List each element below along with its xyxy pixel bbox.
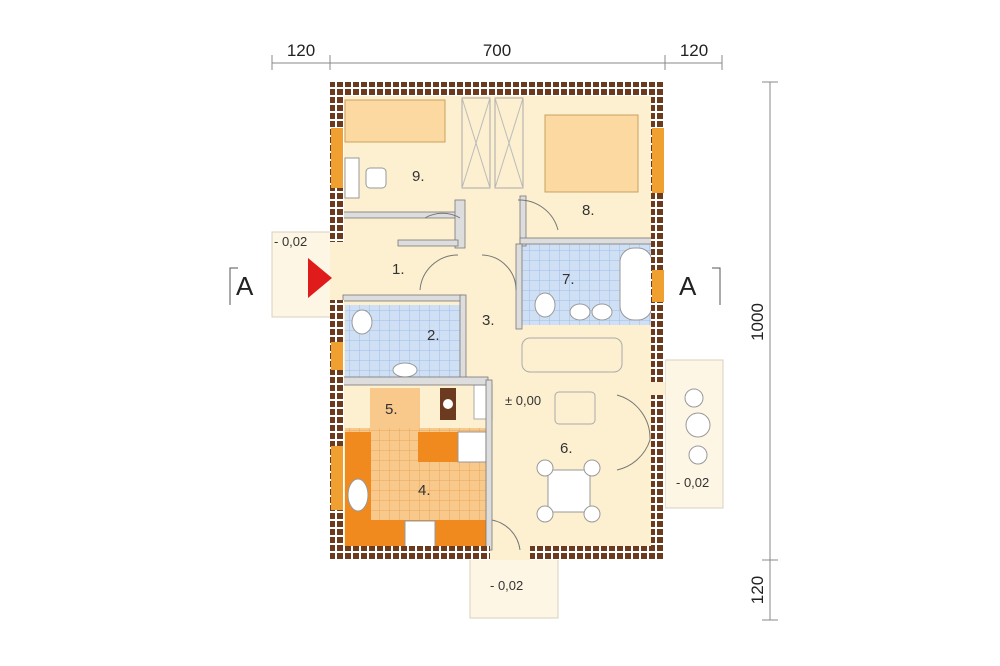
room-label-6: 6.	[560, 440, 573, 457]
door-swings	[419, 199, 651, 551]
toilet-7	[534, 292, 556, 318]
dining-chair	[583, 505, 601, 523]
terrace-south	[469, 557, 559, 619]
dim-right-vertical: 1000	[748, 303, 767, 341]
sofa	[521, 337, 623, 373]
coffee-table	[554, 391, 596, 425]
terrace-chair	[684, 388, 704, 408]
desk-room-9	[344, 157, 360, 199]
dining-chair	[583, 459, 601, 477]
entrance-arrow	[308, 258, 332, 298]
terrace-table	[685, 412, 711, 438]
dim-right-bottom: 120	[748, 576, 767, 604]
dimension-lines	[271, 55, 778, 621]
kitchen-fridge	[457, 431, 487, 463]
dining-chair	[536, 459, 554, 477]
kitchen-sink	[347, 478, 369, 512]
bed-room-9	[344, 99, 446, 143]
section-lines	[229, 267, 721, 305]
room-label-2: 2.	[427, 327, 440, 344]
interior-walls	[342, 195, 656, 551]
dim-top-left: 120	[287, 41, 315, 60]
level-entrance: - 0,02	[274, 234, 307, 249]
terrace-chair	[688, 445, 708, 465]
pantry-5-floor	[370, 388, 420, 428]
room-label-1: 1.	[392, 261, 405, 278]
level-interior: ± 0,00	[505, 393, 541, 408]
room-label-4: 4.	[418, 482, 431, 499]
windows	[331, 128, 664, 510]
bed-room-8	[544, 114, 639, 193]
dining-chair	[536, 505, 554, 523]
dim-top-right: 120	[680, 41, 708, 60]
dim-top-center: 700	[483, 41, 511, 60]
bathtub	[619, 247, 653, 321]
room-label-7: 7.	[562, 271, 575, 288]
room-label-3: 3.	[482, 312, 495, 329]
washbasin-7b	[591, 303, 613, 321]
room-label-9: 9.	[412, 168, 425, 185]
washbasin-7a	[569, 303, 591, 321]
level-terrace-south: - 0,02	[490, 578, 523, 593]
cooktop	[404, 520, 436, 548]
room-label-8: 8.	[582, 202, 595, 219]
toilet-2	[351, 309, 373, 335]
dining-table	[547, 469, 591, 513]
washbasin-2	[392, 362, 418, 378]
room-label-5: 5.	[385, 401, 398, 418]
level-terrace-east: - 0,02	[676, 475, 709, 490]
chair-room-9	[365, 167, 387, 189]
section-mark-left: A	[236, 271, 254, 301]
section-mark-right: A	[679, 271, 697, 301]
kitchen-counter-east	[418, 432, 458, 462]
